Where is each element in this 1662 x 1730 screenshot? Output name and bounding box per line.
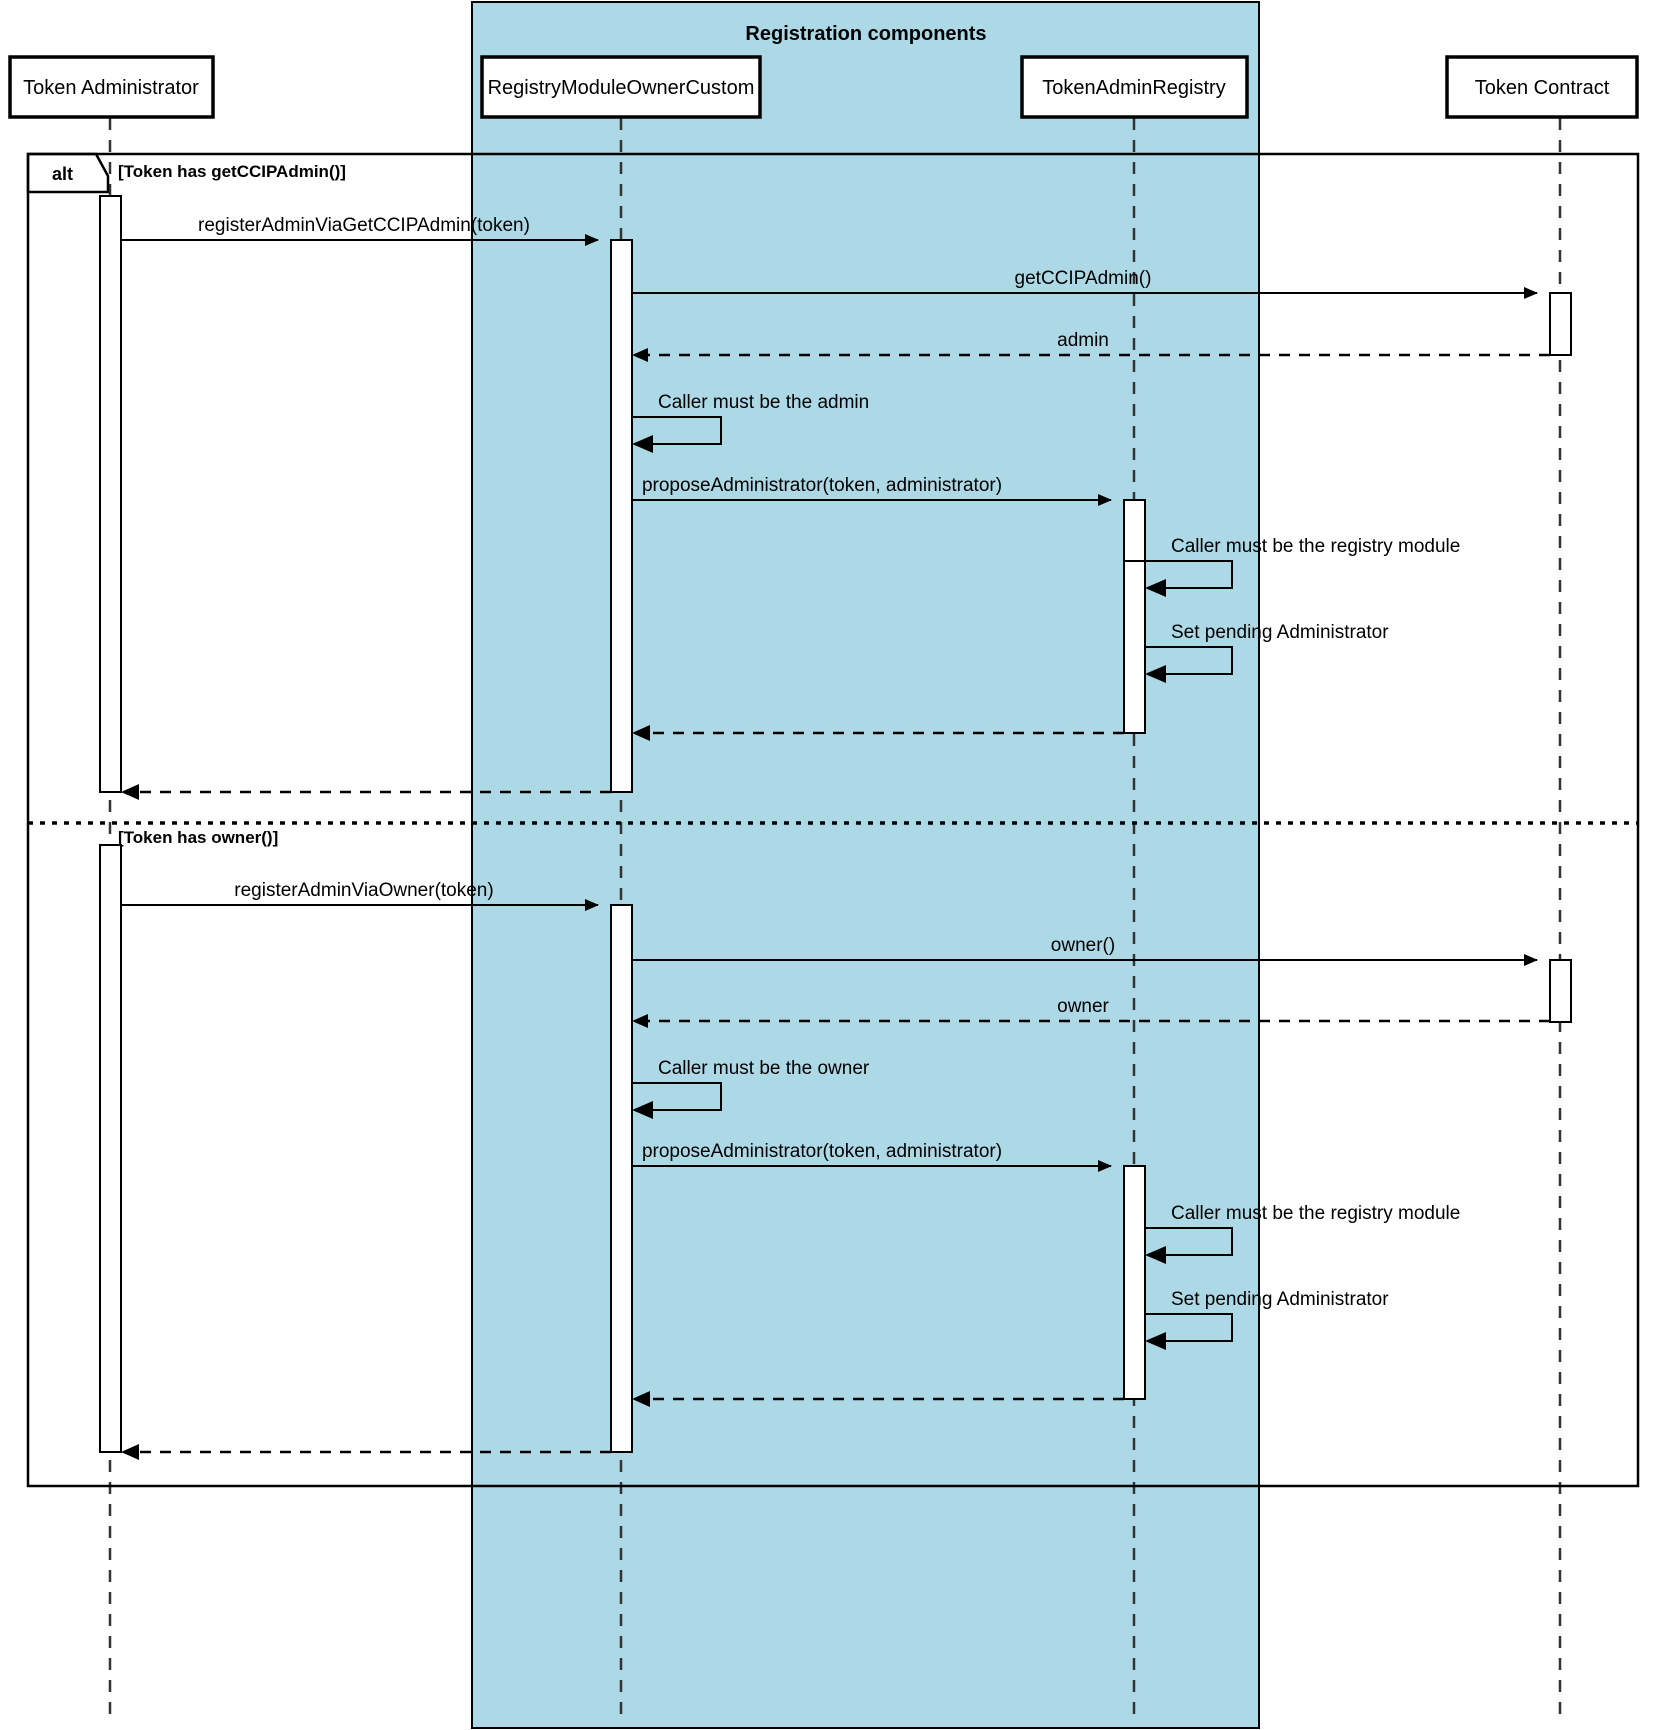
message-arrowhead-m8 [632, 725, 650, 741]
message-arrowhead-m12 [632, 1014, 648, 1028]
participant-box-token-admin-registry[interactable] [1020, 55, 1249, 119]
activation-registry-module-2 [610, 904, 633, 1453]
alt-operator-tab [26, 152, 110, 194]
activation-registry-module-1 [610, 239, 633, 793]
participant-box-registry-module-owner-custom[interactable] [480, 55, 762, 119]
activation-token-contract-1 [1549, 292, 1572, 356]
m7-self-call [1145, 646, 1233, 675]
m15-self-call [1145, 1227, 1233, 1256]
message-label-m7: Set pending Administrator [1171, 622, 1389, 643]
message-arrowhead-m6 [1145, 579, 1166, 597]
message-arrowhead-m16 [1145, 1332, 1166, 1350]
message-arrowhead-m13 [632, 1101, 653, 1119]
alt-guard-1: [Token has getCCIPAdmin()] [118, 162, 346, 181]
message-label-m5: proposeAdministrator(token, administrato… [642, 475, 1002, 496]
message-label-m1: registerAdminViaGetCCIPAdmin(token) [198, 215, 530, 236]
activation-token-admin-registry-1 [1123, 499, 1146, 734]
activation-token-administrator-1 [99, 195, 122, 793]
message-label-m13: Caller must be the owner [658, 1058, 870, 1079]
activation-token-contract-2 [1549, 959, 1572, 1023]
message-label-m2: getCCIPAdmin() [1015, 268, 1152, 289]
message-label-m15: Caller must be the registry module [1171, 1203, 1460, 1224]
participant-label-token-contract: Token Contract [1475, 77, 1610, 99]
message-label-m16: Set pending Administrator [1171, 1289, 1389, 1310]
message-label-m4: Caller must be the admin [658, 392, 869, 413]
group-box-title: Registration components [745, 23, 986, 45]
message-arrowhead-m9 [121, 784, 139, 800]
participant-box-token-contract[interactable] [1445, 55, 1639, 119]
alt-operator-label: alt [52, 164, 73, 184]
participant-label-token-administrator: Token Administrator [23, 77, 199, 99]
message-label-m3: admin [1057, 330, 1109, 351]
m13-self-call [632, 1082, 722, 1111]
message-label-m12: owner [1057, 996, 1109, 1017]
message-arrow-m4 [632, 416, 722, 445]
message-label-m6: Caller must be the registry module [1171, 536, 1460, 557]
message-label-m11: owner() [1051, 935, 1115, 956]
message-arrowhead-m3 [632, 348, 648, 362]
message-label-m14: proposeAdministrator(token, administrato… [642, 1141, 1002, 1162]
message-arrowhead-m15 [1145, 1246, 1166, 1264]
m6-self-call [1145, 560, 1233, 589]
m16-self-call [1145, 1313, 1233, 1342]
participant-box-token-administrator[interactable] [8, 55, 215, 119]
message-arrowhead-m17 [632, 1391, 650, 1407]
participant-label-registry-module-owner-custom: RegistryModuleOwnerCustom [488, 77, 755, 99]
message-label-m10: registerAdminViaOwner(token) [234, 880, 493, 901]
alt-guard-2: [Token has owner()] [118, 828, 278, 847]
group-box-registration-components [471, 1, 1260, 1729]
activation-token-admin-registry-2 [1123, 1165, 1146, 1400]
activation-token-administrator-2 [99, 844, 122, 1453]
message-arrowhead-m18 [121, 1444, 139, 1460]
message-arrowhead-m7 [1145, 665, 1166, 683]
participant-label-token-admin-registry: TokenAdminRegistry [1042, 77, 1225, 99]
alt-fragment-frame [26, 152, 1640, 1488]
message-arrowhead-m4 [632, 435, 653, 453]
